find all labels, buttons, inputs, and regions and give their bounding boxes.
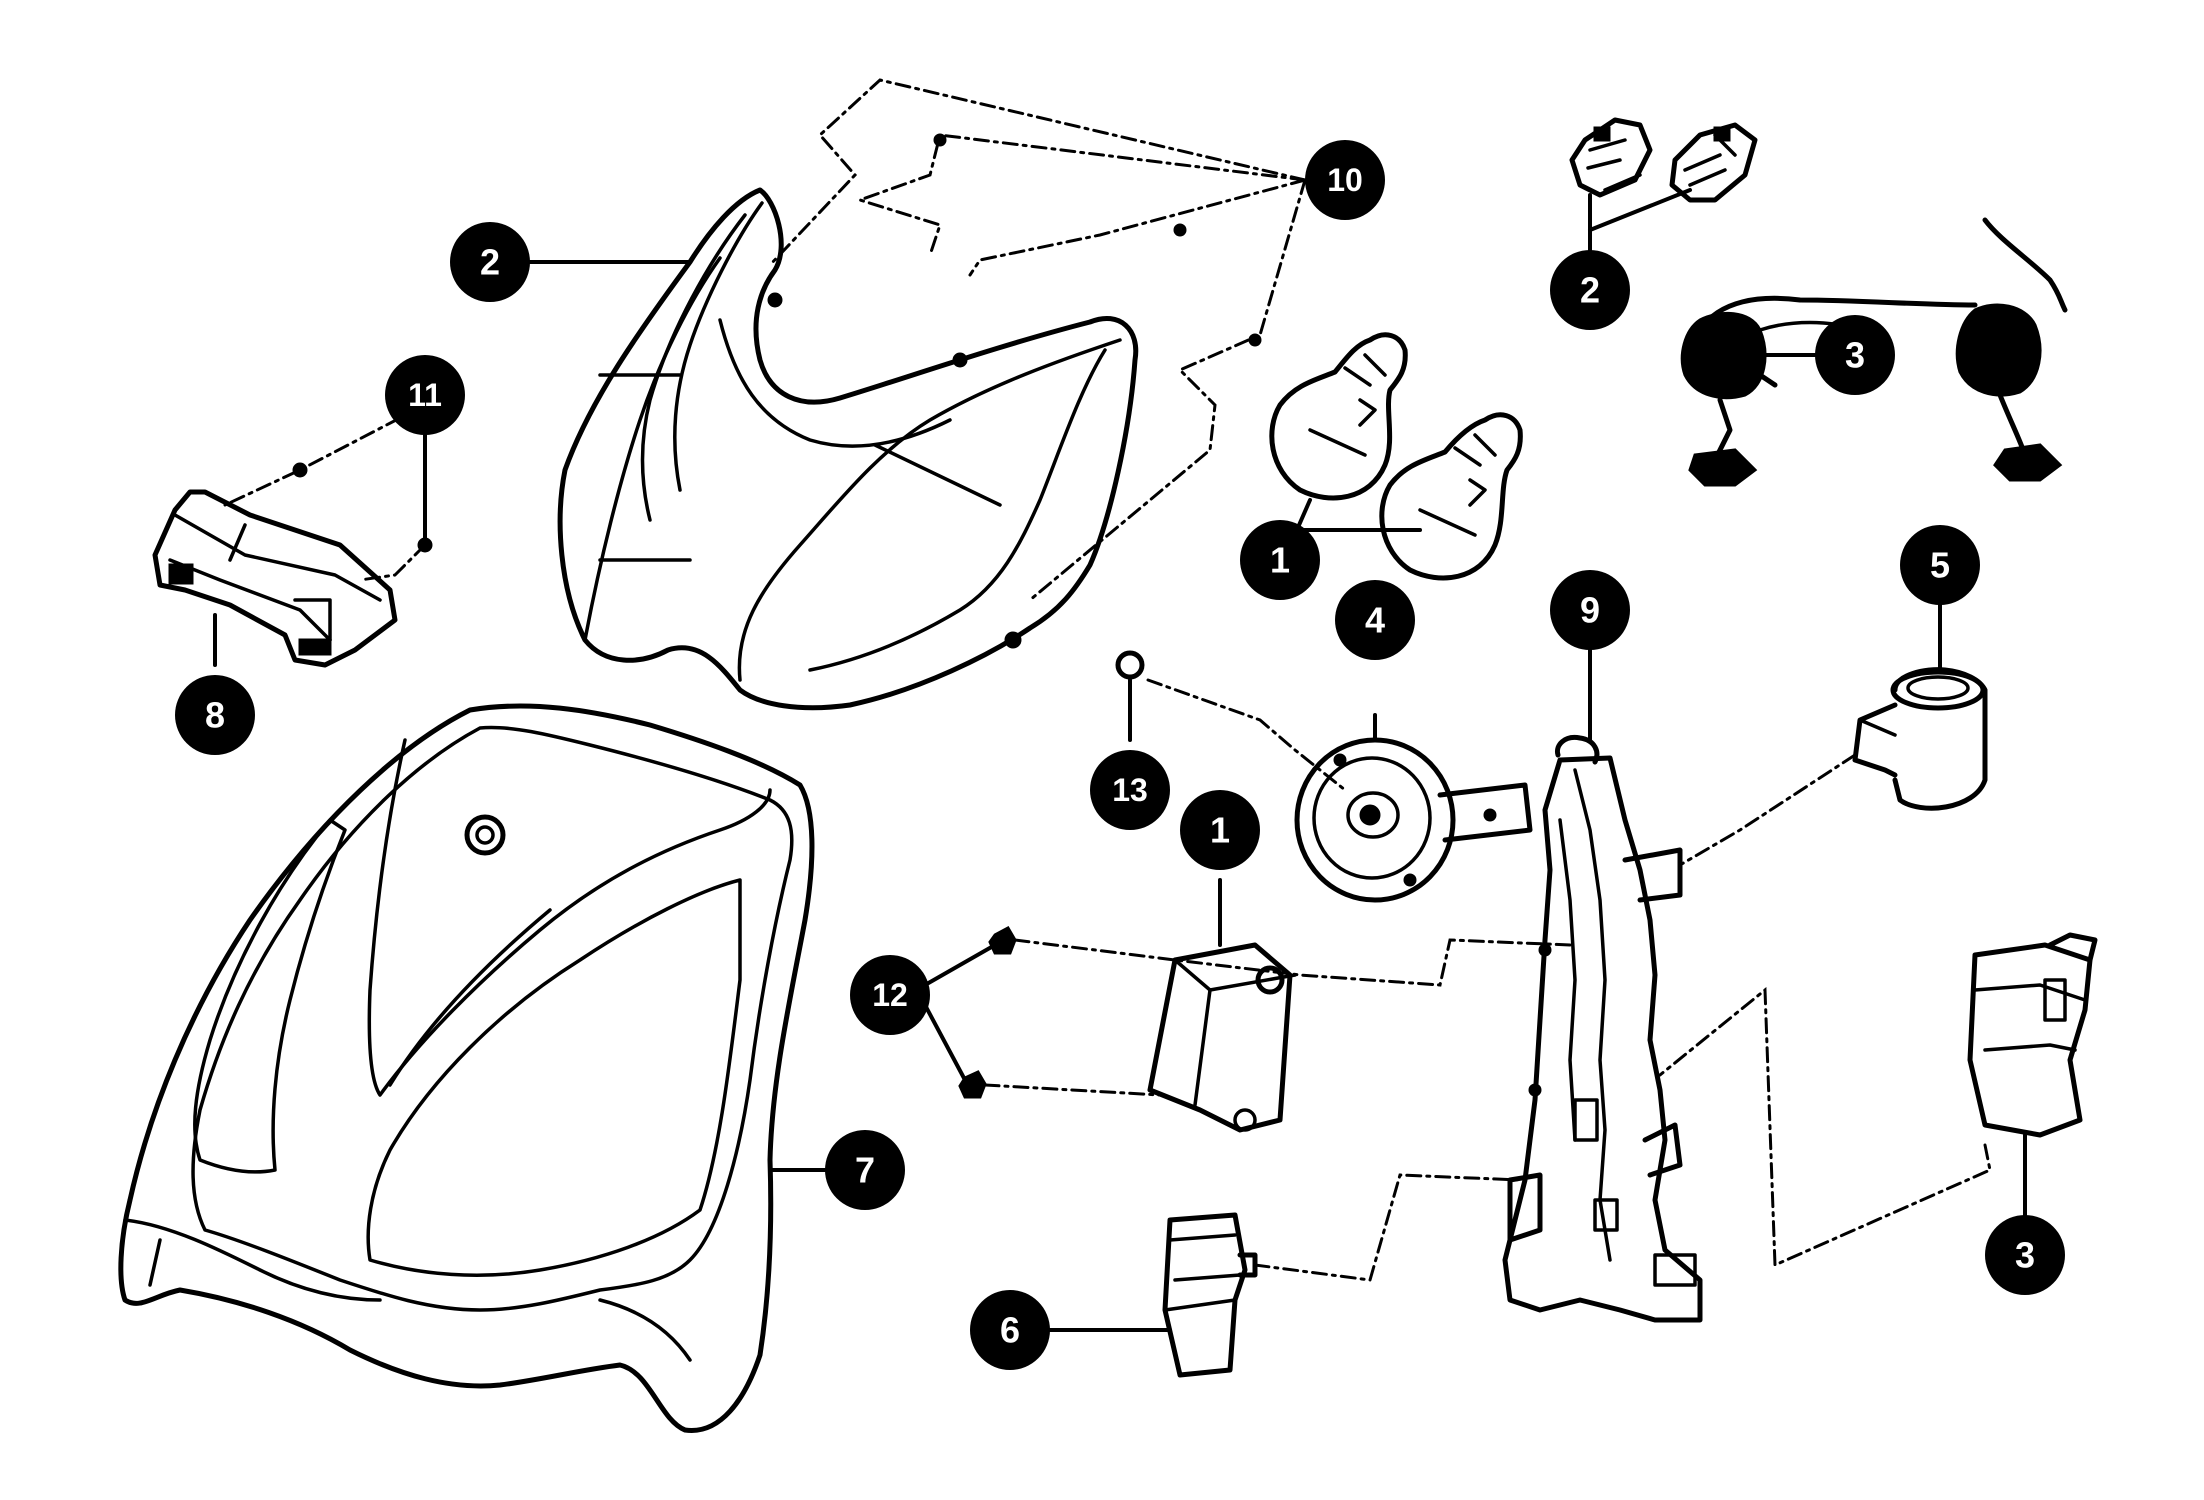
svg-text:1: 1 <box>1210 810 1230 851</box>
svg-text:12: 12 <box>872 977 908 1013</box>
callout-9: 9 <box>1550 570 1630 650</box>
svg-text:4: 4 <box>1365 600 1385 641</box>
bracket-part-9 <box>1502 734 1703 1323</box>
callout-10: 10 <box>1305 140 1385 220</box>
callout-8: 8 <box>175 675 255 755</box>
callout-5: 5 <box>1900 525 1980 605</box>
dash-5-to-9 <box>1678 753 1857 867</box>
headlight-lens-part <box>557 187 1139 711</box>
callout-2-right: 2 <box>1550 250 1630 330</box>
svg-text:7: 7 <box>855 1150 875 1191</box>
leaders-11 <box>223 403 433 582</box>
svg-text:3: 3 <box>1845 335 1865 376</box>
unit-part-5 <box>1852 667 1988 811</box>
relay-part-1 <box>1147 942 1297 1133</box>
svg-text:2: 2 <box>1580 270 1600 311</box>
leaders-10 <box>768 78 1307 602</box>
horn-part-4 <box>1294 737 1533 903</box>
svg-text:3: 3 <box>2015 1235 2035 1276</box>
bulb-part-1 <box>1269 332 1523 581</box>
callout-7: 7 <box>825 1130 905 1210</box>
svg-text:9: 9 <box>1580 590 1600 631</box>
leaders-12 <box>923 943 997 1082</box>
socket-part-2 <box>1569 117 1758 203</box>
callout-2-top: 2 <box>450 222 530 302</box>
flasher-part-3 <box>1967 932 2098 1138</box>
svg-text:6: 6 <box>1000 1310 1020 1351</box>
dash-3-to-9 <box>1658 986 1992 1268</box>
callout-1-bulbs: 1 <box>1240 520 1320 600</box>
svg-text:8: 8 <box>205 695 225 736</box>
svg-text:5: 5 <box>1930 545 1950 586</box>
svg-text:10: 10 <box>1327 162 1363 198</box>
front-cover-part <box>118 703 815 1433</box>
callout-1-relay: 1 <box>1180 790 1260 870</box>
svg-text:11: 11 <box>408 377 442 413</box>
callout-4: 4 <box>1335 580 1415 660</box>
svg-text:1: 1 <box>1270 540 1290 581</box>
screw-part-13 <box>1115 650 1347 792</box>
dash-6-to-9 <box>1253 1173 1522 1282</box>
connector-part-6 <box>1162 1212 1258 1378</box>
callout-3-bottom: 3 <box>1985 1215 2065 1295</box>
callout-3-right: 3 <box>1815 315 1895 395</box>
svg-text:13: 13 <box>1112 772 1148 808</box>
callout-12: 12 <box>850 955 930 1035</box>
callout-6: 6 <box>970 1290 1050 1370</box>
svg-text:2: 2 <box>480 242 500 283</box>
bulb-holder-part-3 <box>1680 217 2068 487</box>
callout-13: 13 <box>1090 750 1170 830</box>
callout-11: 11 <box>385 355 465 435</box>
bracket-part-8 <box>152 489 398 668</box>
